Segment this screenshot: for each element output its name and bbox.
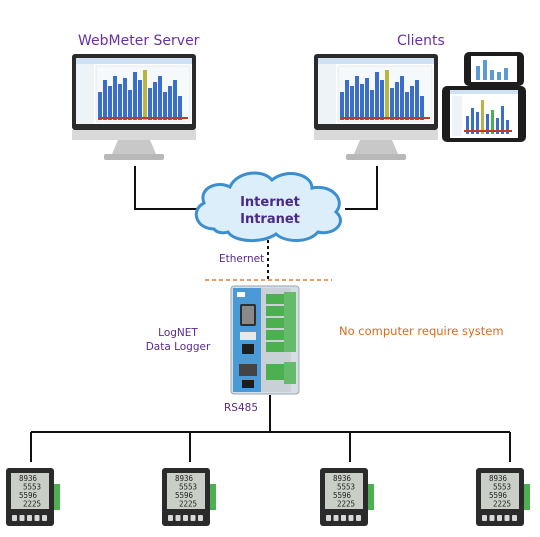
meter-key — [348, 515, 354, 521]
meter-reading-3: 5596 — [333, 491, 352, 500]
lognet-line-1: LogNET — [158, 327, 198, 339]
meter-key — [42, 515, 47, 521]
ethernet-label: Ethernet — [219, 253, 265, 265]
meter-key — [183, 515, 188, 521]
server-monitor — [72, 54, 196, 160]
meter-display — [481, 473, 519, 509]
meter-terminal — [520, 484, 530, 510]
client-monitor — [314, 54, 438, 160]
meter-key — [326, 515, 331, 521]
meter-terminal — [206, 484, 216, 510]
meter-key — [198, 515, 203, 521]
meter-reading-2: 5553 — [493, 483, 511, 492]
meter-key — [497, 515, 502, 521]
meter-key — [19, 515, 25, 521]
webmeter-server-title: WebMeter Server — [78, 33, 200, 49]
meter-reading-1: 8936 — [19, 474, 38, 483]
meter-terminal — [50, 484, 60, 510]
meter-key — [512, 515, 517, 521]
meter-reading-4: 2225 — [179, 500, 197, 509]
meter-key — [341, 515, 346, 521]
clients-title: Clients — [397, 33, 445, 49]
server-cloud-line — [134, 166, 200, 210]
meter-key — [356, 515, 361, 521]
meter-reading-2: 5553 — [23, 483, 41, 492]
meter-key — [482, 515, 487, 521]
meter-key — [489, 515, 495, 521]
meter-reading-2: 5553 — [337, 483, 355, 492]
meter-reading-2: 5553 — [179, 483, 197, 492]
client-tablet — [442, 86, 526, 142]
lognet-logger-device — [230, 285, 300, 395]
lognet-label: LogNET Data Logger — [138, 326, 218, 354]
rs485-label: RS485 — [224, 402, 259, 414]
meter-display — [325, 473, 363, 509]
meter-display — [11, 473, 49, 509]
client-phone — [464, 52, 524, 86]
meter-key — [168, 515, 173, 521]
no-computer-note: No computer require system — [339, 324, 504, 338]
meter-reading-1: 8936 — [333, 474, 352, 483]
internet-cloud — [194, 171, 342, 242]
meter-terminal — [364, 484, 374, 510]
meter-key — [175, 515, 181, 521]
meter-key — [333, 515, 339, 521]
meter-key — [27, 515, 32, 521]
meter-reading-3: 5596 — [175, 491, 194, 500]
meter-reading-1: 8936 — [175, 474, 194, 483]
meter-key — [34, 515, 40, 521]
meter-key — [12, 515, 17, 521]
meter-key — [190, 515, 196, 521]
meter-reading-3: 5596 — [19, 491, 38, 500]
meter-key — [504, 515, 510, 521]
cloud-label: Internet Intranet — [228, 194, 312, 228]
meter-reading-4: 2225 — [23, 500, 41, 509]
meter-reading-4: 2225 — [493, 500, 511, 509]
clients-cloud-line — [345, 166, 378, 210]
meter-reading-3: 5596 — [489, 491, 508, 500]
meter-reading-4: 2225 — [337, 500, 355, 509]
lognet-line-2: Data Logger — [145, 341, 211, 353]
meter-reading-1: 8936 — [489, 474, 508, 483]
meter-display — [167, 473, 205, 509]
cloud-line-internet: Internet — [240, 195, 300, 210]
cloud-line-intranet: Intranet — [240, 212, 300, 227]
